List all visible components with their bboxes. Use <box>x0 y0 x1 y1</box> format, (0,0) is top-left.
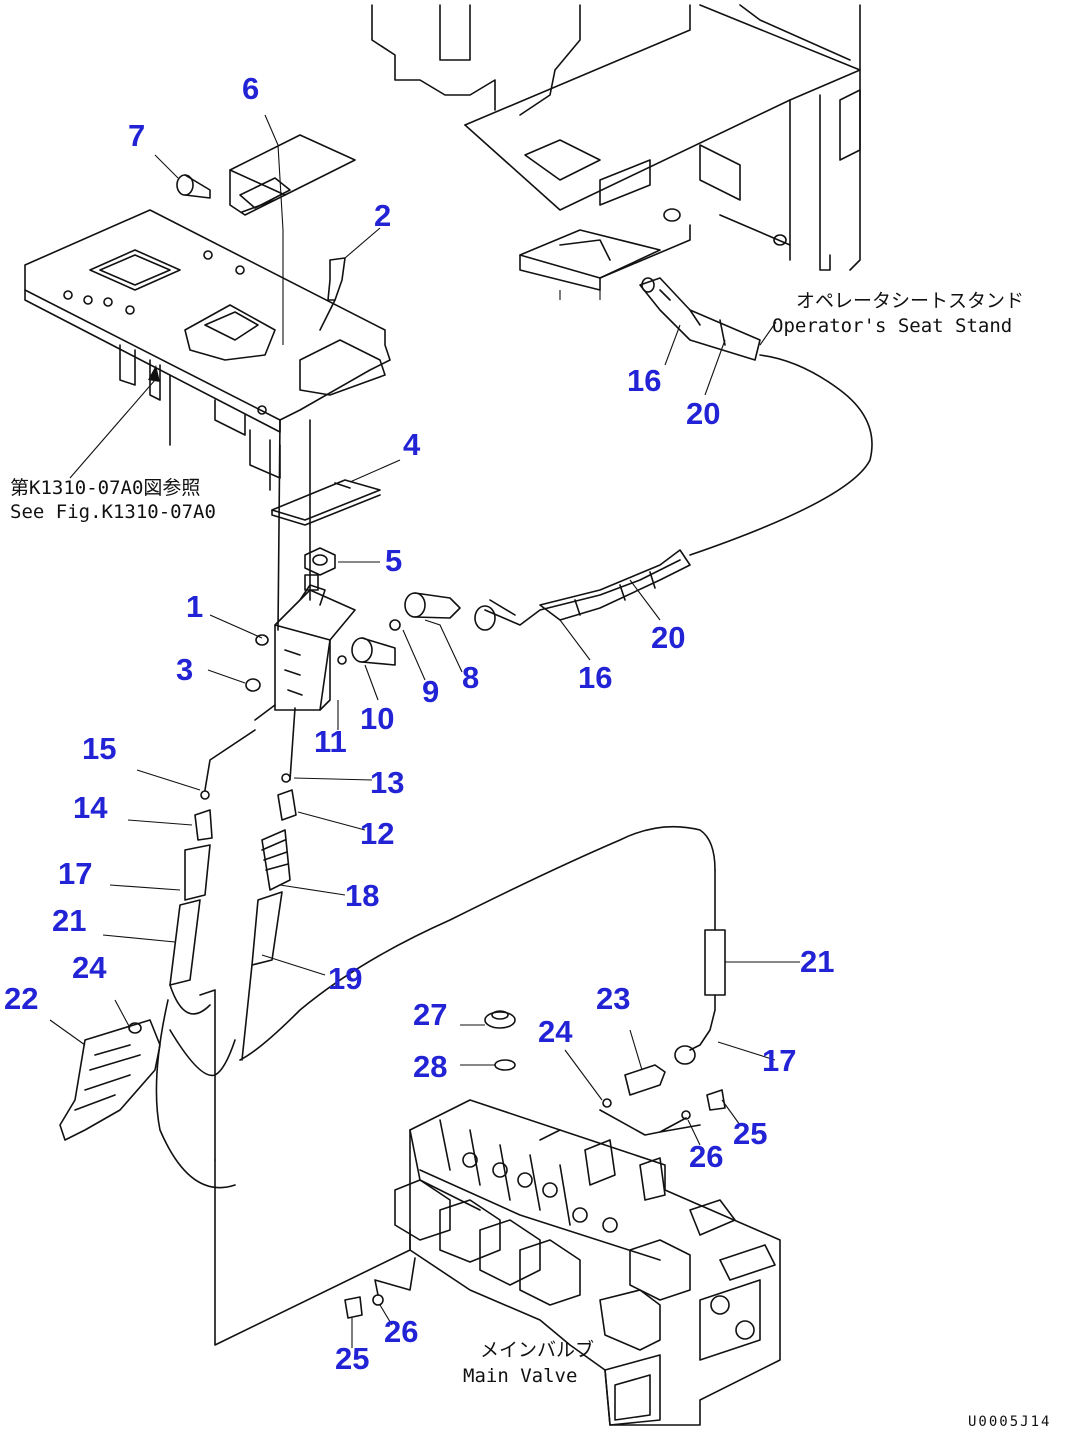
part-27-plug <box>484 1010 516 1029</box>
callout-15: 15 <box>82 731 116 766</box>
main-valve-label-en: Main Valve <box>463 1365 577 1387</box>
part-25-plug-right <box>706 1089 726 1111</box>
callout-11: 11 <box>314 724 347 759</box>
main-valve-label-jp: メインバルブ <box>480 1338 594 1361</box>
part-26-o-ring-left <box>372 1294 384 1306</box>
callout-23: 23 <box>596 981 630 1016</box>
callout-20-mid: 20 <box>651 620 685 655</box>
part-22-fitting <box>59 1019 161 1141</box>
part-3-washer <box>245 678 261 692</box>
part-14-adapter <box>194 809 213 841</box>
see-fig-label-jp: 第K1310-07A0図参照 <box>10 477 200 499</box>
part-2-lever <box>319 257 346 331</box>
part-8-adapter <box>404 592 461 619</box>
callout-27: 27 <box>413 997 447 1032</box>
seat-stand-label-jp: オペレータシートスタンド <box>796 290 1024 312</box>
callout-3: 3 <box>176 652 193 687</box>
operator-seat-stand <box>371 4 861 300</box>
callout-26-right: 26 <box>689 1139 723 1174</box>
callout-18: 18 <box>345 878 379 913</box>
part-26-o-ring-right <box>681 1110 691 1120</box>
callout-16-top: 16 <box>627 363 661 398</box>
part-25-plug-left <box>344 1296 363 1319</box>
callout-20-top: 20 <box>686 396 720 431</box>
callout-16-mid: 16 <box>578 660 612 695</box>
callout-24-left: 24 <box>72 950 107 985</box>
part-4-cover <box>271 479 381 526</box>
part-13-o-ring <box>281 773 291 783</box>
part-23-adapter <box>624 1064 666 1096</box>
callout-21-left: 21 <box>52 903 86 938</box>
callout-17-right: 17 <box>762 1043 796 1078</box>
callout-14: 14 <box>73 790 108 825</box>
callout-4: 4 <box>403 427 421 462</box>
callout-7: 7 <box>128 118 145 153</box>
drawing-code: U0005J14 <box>968 1414 1051 1430</box>
part-10-elbow <box>337 637 396 666</box>
callout-8: 8 <box>462 660 479 695</box>
callout-24-right: 24 <box>538 1014 573 1049</box>
annotations: オペレータシートスタンド Operator's Seat Stand 第K131… <box>10 290 1051 1430</box>
callout-26-left: 26 <box>384 1314 418 1349</box>
callout-13: 13 <box>370 765 404 800</box>
hose-16-20-right <box>474 277 873 631</box>
hose-18-19 <box>241 707 296 1061</box>
callout-1: 1 <box>186 589 203 624</box>
part-15-o-ring <box>200 790 210 800</box>
callout-5: 5 <box>385 543 402 578</box>
callout-19: 19 <box>328 961 362 996</box>
callout-6: 6 <box>242 71 259 106</box>
part-28-o-ring <box>494 1059 516 1071</box>
console-bracket <box>24 209 391 491</box>
leader-lines <box>49 114 800 1348</box>
callout-9: 9 <box>422 674 439 709</box>
part-7-bolt <box>176 174 211 199</box>
callout-22: 22 <box>4 981 38 1016</box>
callout-21-right: 21 <box>800 944 834 979</box>
part-6-cover <box>229 134 356 216</box>
part-12-adapter <box>277 789 297 821</box>
callout-10: 10 <box>360 701 394 736</box>
callout-17-left: 17 <box>58 856 92 891</box>
callout-labels: 6 7 2 4 5 1 3 8 9 10 11 13 12 15 14 17 2… <box>4 71 834 1376</box>
part-1-pilot-valve <box>254 419 356 721</box>
see-fig-label-en: See Fig.K1310-07A0 <box>10 501 216 523</box>
hose-17-21-right <box>169 825 726 1346</box>
part-5-nut <box>304 547 336 576</box>
callout-25-right: 25 <box>733 1116 767 1151</box>
seat-stand-label-en: Operator's Seat Stand <box>772 315 1012 337</box>
callout-12: 12 <box>360 816 394 851</box>
callout-28: 28 <box>413 1049 447 1084</box>
main-valve <box>374 1099 781 1426</box>
callout-25-left: 25 <box>335 1341 369 1376</box>
part-9-o-ring <box>389 619 401 631</box>
part-24-o-ring-right <box>602 1098 612 1108</box>
callout-2: 2 <box>374 198 391 233</box>
